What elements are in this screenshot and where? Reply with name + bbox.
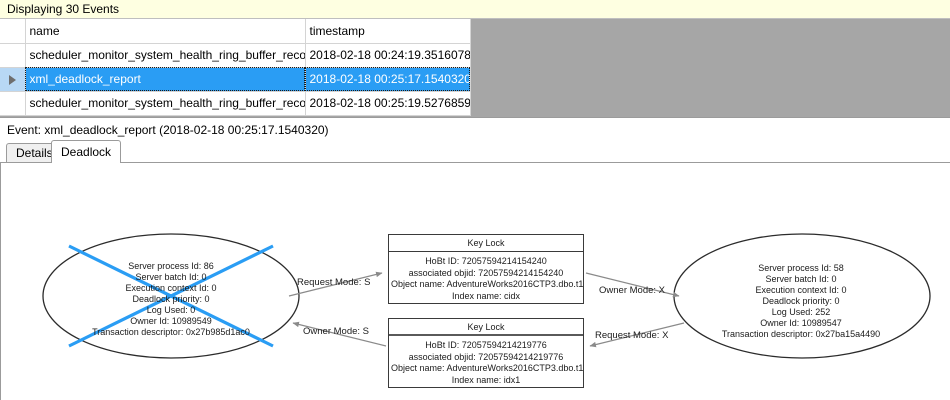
lock-bottom-line-3: Index name: idx1 <box>451 374 521 385</box>
event-caption: Event: xml_deadlock_report (2018-02-18 0… <box>0 119 950 140</box>
lock-bottom-title: Key Lock <box>389 319 583 336</box>
lock-top-body: HoBt ID: 72057594214154240 associated ob… <box>389 252 583 306</box>
lock-top-line-0: HoBt ID: 72057594214154240 <box>425 256 547 266</box>
lock-top-line-1: associated objid: 72057594214154240 <box>408 267 564 278</box>
edge-request-s-line <box>288 271 383 297</box>
deadlock-graph-canvas[interactable]: Server process Id: 86 Server batch Id: 0… <box>0 162 950 400</box>
cell-timestamp[interactable]: 2018-02-18 00:24:19.3516078 <box>305 43 471 68</box>
tab-strip: Details Deadlock <box>0 140 950 163</box>
row-selector-cell[interactable] <box>0 67 26 92</box>
lock-top-line-2: Object name: AdventureWorks2016CTP3.dbo.… <box>391 279 584 289</box>
edge-owner-s-line <box>292 321 387 347</box>
tab-deadlock[interactable]: Deadlock <box>51 140 122 163</box>
events-grid[interactable]: name timestamp scheduler_monitor_system_… <box>0 19 950 118</box>
column-header-name[interactable]: name <box>25 19 306 44</box>
deadlock-graph-inner: Server process Id: 86 Server batch Id: 0… <box>1 163 950 400</box>
lock-top-line-3: Index name: cidx <box>451 290 521 301</box>
lock-bottom-line-1: associated objid: 72057594214219776 <box>408 351 564 362</box>
lock-bottom-body: HoBt ID: 72057594214219776 associated ob… <box>389 336 583 390</box>
event-caption-text: Event: xml_deadlock_report (2018-02-18 0… <box>7 122 329 137</box>
deadlock-victim-x-marker <box>68 244 274 348</box>
events-status-text: Displaying 30 Events <box>7 2 120 16</box>
edge-request-x-line <box>589 322 685 348</box>
column-header-timestamp[interactable]: timestamp <box>305 19 471 44</box>
row-select-arrow-icon <box>8 74 16 85</box>
lock-bottom-line-0: HoBt ID: 72057594214219776 <box>425 340 547 350</box>
cell-timestamp[interactable]: 2018-02-18 00:25:17.1540320 <box>305 67 471 92</box>
row-selector-cell[interactable] <box>0 91 26 116</box>
cell-name[interactable]: scheduler_monitor_system_health_ring_buf… <box>25 91 306 116</box>
process-node-right <box>673 233 931 359</box>
cell-timestamp[interactable]: 2018-02-18 00:25:19.5276859 <box>305 91 471 116</box>
lock-top-title: Key Lock <box>389 235 583 252</box>
table-row[interactable]: scheduler_monitor_system_health_ring_buf… <box>0 91 471 116</box>
resource-node-key-lock-top[interactable]: Key Lock HoBt ID: 72057594214154240 asso… <box>388 234 584 304</box>
cell-name[interactable]: scheduler_monitor_system_health_ring_buf… <box>25 43 306 68</box>
lock-bottom-line-2: Object name: AdventureWorks2016CTP3.dbo.… <box>391 363 584 373</box>
tab-deadlock-label: Deadlock <box>61 145 112 159</box>
row-selector-cell[interactable] <box>0 43 26 68</box>
events-status-bar: Displaying 30 Events <box>0 0 950 19</box>
edge-owner-x-line <box>585 272 680 298</box>
deadlock-graph-svg <box>42 233 931 359</box>
column-header-selector[interactable] <box>0 19 26 44</box>
table-row[interactable]: scheduler_monitor_system_health_ring_buf… <box>0 43 471 68</box>
resource-node-key-lock-bottom[interactable]: Key Lock HoBt ID: 72057594214219776 asso… <box>388 318 584 388</box>
table-row-selected[interactable]: xml_deadlock_report 2018-02-18 00:25:17.… <box>0 67 471 92</box>
cell-name[interactable]: xml_deadlock_report <box>25 67 306 92</box>
table-header-row: name timestamp <box>0 19 471 44</box>
events-grid-table: name timestamp scheduler_monitor_system_… <box>0 19 471 116</box>
tab-details-label: Details <box>16 146 53 160</box>
